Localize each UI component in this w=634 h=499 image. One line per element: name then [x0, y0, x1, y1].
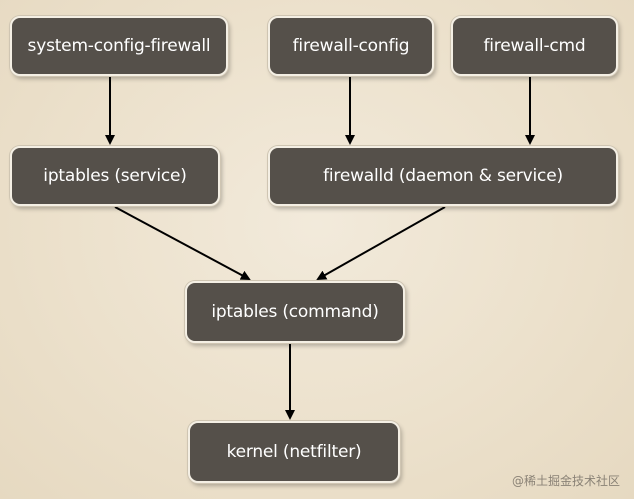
node-firewall-config: firewall-config	[268, 16, 434, 76]
node-iptables-command: iptables (command)	[185, 281, 405, 343]
node-iptables-service: iptables (service)	[10, 146, 220, 206]
edge-iptables-service-to-iptables-command	[114, 206, 251, 280]
node-firewall-cmd: firewall-cmd	[451, 16, 618, 76]
edge-firewalld-to-iptables-command	[316, 206, 446, 280]
node-system-config-firewall: system-config-firewall	[10, 16, 228, 76]
watermark: @稀土掘金技术社区	[511, 474, 620, 488]
node-firewalld: firewalld (daemon & service)	[268, 146, 618, 206]
node-kernel-netfilter: kernel (netfilter)	[188, 421, 400, 483]
